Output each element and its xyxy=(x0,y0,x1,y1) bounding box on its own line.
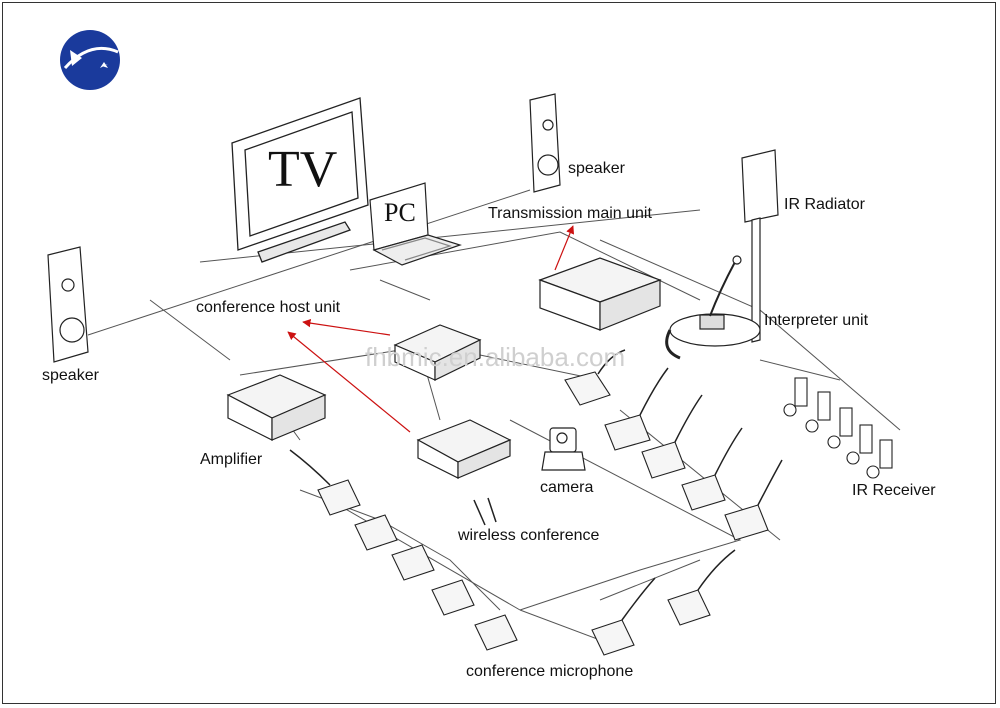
conference-host-unit xyxy=(393,324,482,381)
cable-lines xyxy=(87,189,901,641)
conference-host-unit-label: conference host unit xyxy=(196,299,341,316)
transmission-main-unit xyxy=(538,257,662,331)
camera-device xyxy=(541,427,586,471)
ir-receivers xyxy=(783,377,893,479)
tv-monitor xyxy=(231,97,369,263)
interpreter-unit-label: Interpreter unit xyxy=(764,312,869,329)
conference-mics-bottom xyxy=(289,449,736,656)
wireless-receiver xyxy=(416,419,512,479)
conference-microphone-label: conference microphone xyxy=(466,663,634,680)
transmission-main-unit-label: Transmission main unit xyxy=(488,205,652,222)
tv-label: TV xyxy=(268,141,338,198)
ir-receiver-label: IR Receiver xyxy=(852,482,936,499)
laptop-pc xyxy=(369,182,462,266)
wireless-conference-label: wireless conference xyxy=(458,527,600,544)
camera-label: camera xyxy=(540,479,594,496)
ir-radiator-label: IR Radiator xyxy=(784,196,865,213)
wireless-microphones xyxy=(473,497,497,526)
amplifier-label: Amplifier xyxy=(200,451,263,468)
speaker-right xyxy=(529,93,561,193)
interpreter-unit xyxy=(665,255,761,360)
ir-radiator xyxy=(741,149,779,343)
speaker-right-label: speaker xyxy=(568,160,625,177)
conference-mics-right xyxy=(564,349,783,541)
amplifier-device xyxy=(226,374,327,441)
brand-logo xyxy=(60,30,120,90)
red-arrows xyxy=(287,225,575,433)
watermark-text: fhbmic.en.alibaba.com xyxy=(365,342,626,372)
speaker-left xyxy=(47,246,89,363)
speaker-left-label: speaker xyxy=(42,367,99,384)
pc-label: PC xyxy=(384,198,416,227)
